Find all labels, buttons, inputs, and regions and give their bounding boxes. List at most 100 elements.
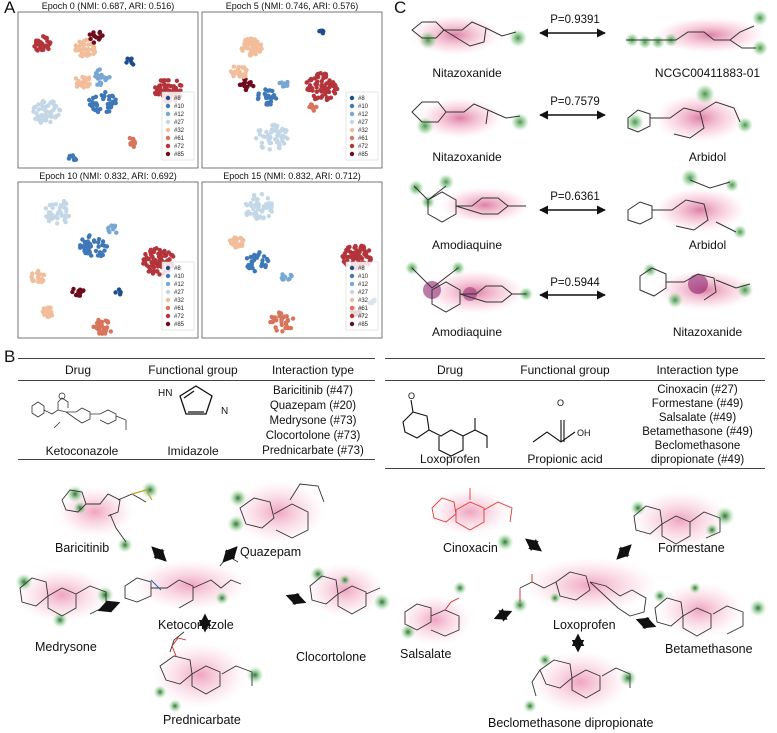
scatter-point [230,242,236,247]
legend-label: #8 [174,96,181,102]
scatter-point [107,109,112,114]
scatter-point [151,257,156,262]
legend-epoch-5: #8#10#12#27#32#61#72#85 [345,91,379,161]
scatter-point [108,329,114,334]
scatter-point [47,41,52,47]
mol-beclomethasone [523,650,637,714]
scatter-point [83,37,89,43]
scatter-point [93,324,98,330]
scatter-point [351,254,356,260]
scatter-point [314,82,320,87]
scatter-point [162,85,168,90]
scatter-point [93,248,99,254]
scatter-point [368,255,373,261]
scatter-point [259,46,264,51]
legend-marker [165,119,171,125]
scatter-point [263,205,269,210]
table-left-top-rule [18,358,375,359]
scatter-point [99,322,104,328]
scatter-point [238,235,243,241]
plot-frame-epoch-10 [17,181,199,339]
legend-marker [165,151,171,157]
legend-label: #32 [174,128,185,134]
scatter-point [246,38,251,44]
legend-marker [349,305,355,311]
scatter-point [152,247,157,252]
scatter-point [99,74,104,80]
scatter-point [323,73,329,78]
scatter-point [32,44,37,49]
scatter-point [261,254,267,259]
edge-ketoconazole-baricitinib [151,546,167,562]
scatter-point [169,252,175,258]
scatter-point [54,104,59,109]
scatter-point [322,85,328,90]
scatter-point [364,254,369,259]
scatter-point [40,106,45,111]
scatter-point [40,277,45,282]
scatter-point [251,197,256,202]
legend-marker [165,111,171,117]
pair-3 [408,169,747,239]
table-left-header-interaction: Interaction type [271,363,355,377]
legend-label: #32 [358,128,369,134]
scatter-point [266,213,271,219]
scatter-point [268,204,274,209]
scatter-point [277,145,282,151]
scatter-point [162,78,167,83]
scatter-point [309,102,314,108]
scatter-point [310,88,315,93]
scatter-point [78,42,83,47]
legend-marker [165,297,171,303]
scatter-point [306,87,312,93]
scatter-point [99,319,105,325]
scatter-point [273,96,279,101]
scatter-point [106,225,111,231]
legend-label: #72 [358,144,369,150]
plot-frame-epoch-0 [17,11,199,169]
label-cinoxacin: Cinoxacin [443,541,498,555]
scatter-point [73,76,79,81]
scatter-point [158,78,163,83]
scatter-point [113,290,118,295]
scatter-point [91,30,96,35]
scatter-point [235,244,241,249]
mol-salsalate [397,581,473,646]
label-loxoprofen: Loxoprofen [553,618,616,632]
scatter-point [43,118,49,123]
scatter-point [327,85,332,90]
scatter-point [345,245,351,250]
pair-1-right-label: NCGC00411883-01 [654,66,761,80]
pair-1-left-label: Nitazoxanide [432,66,502,80]
panel-c: C [394,0,777,345]
scatter-point [265,95,271,100]
scatter-point [236,64,241,70]
edge-loxoprofen-salsalate [493,608,513,622]
scatter-point [248,80,253,85]
scatter-point [43,36,49,41]
scatter-point [129,56,134,61]
edge-loxoprofen-cinoxacin [525,538,542,552]
interaction-networks [14,480,767,714]
scatter-point [61,199,67,204]
scatter-point [363,250,369,255]
edge-ketoconazole-clocortolone [285,592,307,606]
legend-label: #12 [358,112,369,118]
scatter-point [174,78,180,84]
pair-2 [411,84,753,142]
scatter-point [250,38,255,43]
scatter-point [95,68,101,73]
scatter-point [266,132,271,138]
scatter-point [250,43,255,48]
table-right-top-rule [385,358,765,359]
scatter-point [254,210,259,216]
scatter-point [256,93,261,98]
scatter-point [101,96,106,101]
label-ketoconazole: Ketoconazole [158,618,234,632]
scatter-point [288,272,294,278]
scatter-point [94,107,99,113]
table-left-header-drug: Drug [64,363,91,377]
scatter-point [36,268,41,274]
interaction-beclomethasone: Beclomethasone [654,440,741,452]
scatter-point [327,78,332,83]
